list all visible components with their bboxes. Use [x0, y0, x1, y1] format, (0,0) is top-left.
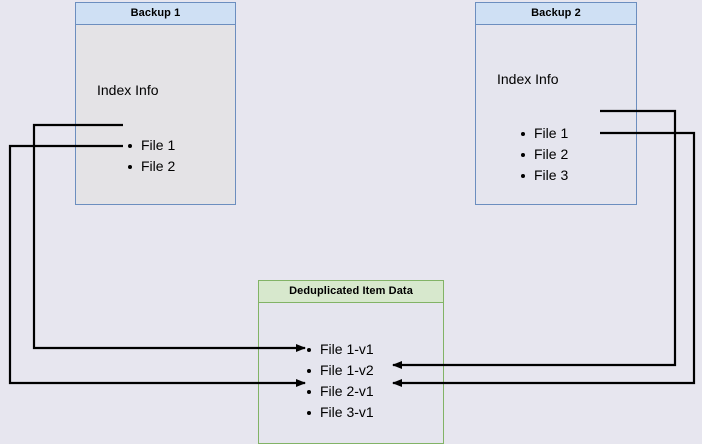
list-item: File 2	[519, 144, 568, 165]
list-item: File 2	[126, 156, 175, 177]
backup-2-index-label: Index Info	[497, 71, 559, 87]
list-item: File 1	[126, 135, 175, 156]
list-item: File 1-v1	[305, 339, 374, 360]
list-item: File 1-v2	[305, 360, 374, 381]
deduplicated-item-list: File 1-v1 File 1-v2 File 2-v1 File 3-v1	[305, 339, 374, 423]
backup-1-body: Index Info File 1 File 2	[76, 25, 235, 204]
backup-2-title: Backup 2	[476, 3, 636, 25]
list-item: File 3	[519, 165, 568, 186]
backup-1-index-label: Index Info	[97, 82, 159, 98]
backup-2-box: Backup 2 Index Info File 1 File 2 File 3	[475, 2, 637, 205]
backup-2-body: Index Info File 1 File 2 File 3	[476, 25, 636, 204]
list-item: File 3-v1	[305, 402, 374, 423]
deduplicated-item-data-title: Deduplicated Item Data	[259, 281, 443, 303]
list-item: File 2-v1	[305, 381, 374, 402]
deduplicated-item-data-body: File 1-v1 File 1-v2 File 2-v1 File 3-v1	[259, 303, 443, 443]
list-item: File 1	[519, 123, 568, 144]
backup-2-file-list: File 1 File 2 File 3	[519, 123, 568, 186]
backup-1-title: Backup 1	[76, 3, 235, 25]
deduplicated-item-data-box: Deduplicated Item Data File 1-v1 File 1-…	[258, 280, 444, 444]
backup-1-box: Backup 1 Index Info File 1 File 2	[75, 2, 236, 205]
backup-1-file-list: File 1 File 2	[126, 135, 175, 177]
